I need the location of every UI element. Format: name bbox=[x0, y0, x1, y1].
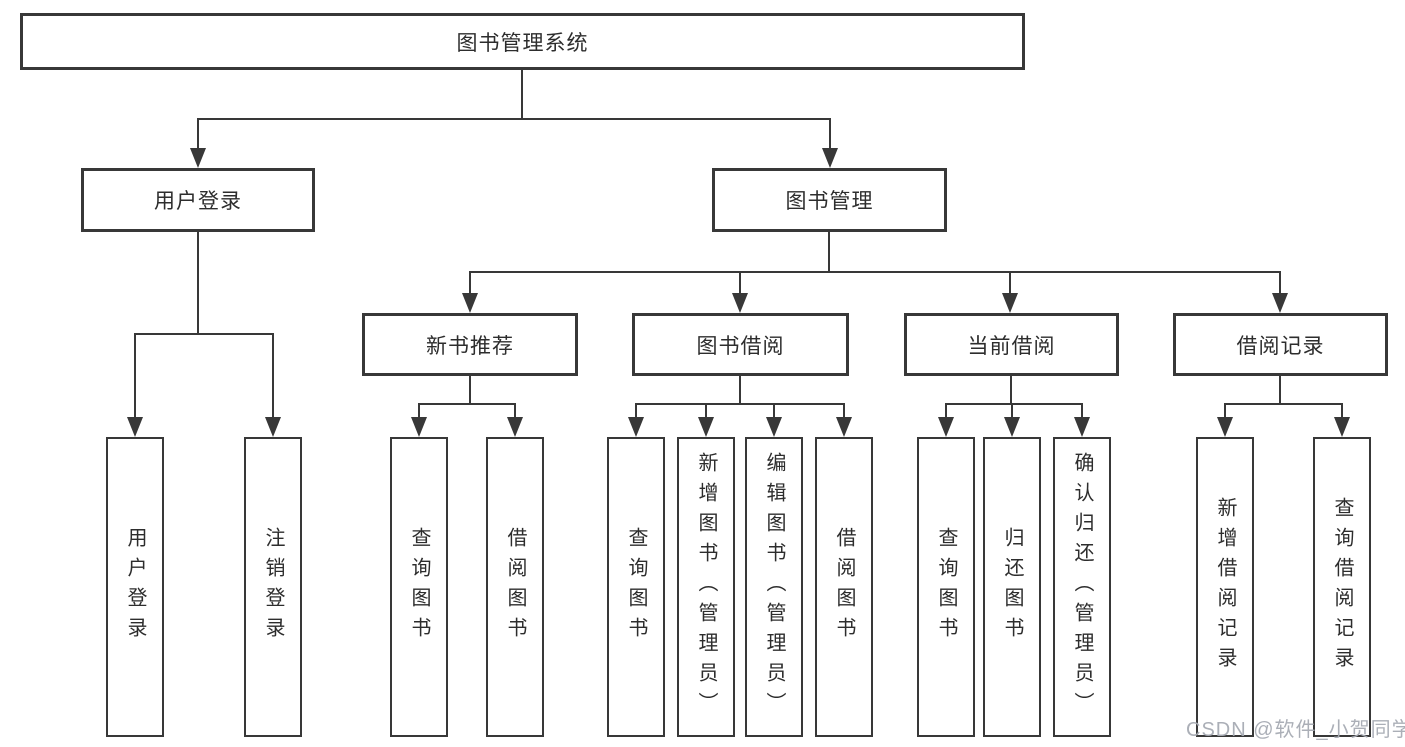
connector-arrow bbox=[1004, 417, 1020, 437]
connector-line bbox=[1224, 403, 1226, 419]
node-new-book-recommend-label: 新书推荐 bbox=[426, 334, 514, 358]
connector-arrow bbox=[822, 148, 838, 168]
connector-arrow bbox=[1074, 417, 1090, 437]
node-leaf-logout: 注销登录 bbox=[244, 437, 302, 737]
node-leaf-edit-books-admin-label: 编辑图书（管理员） bbox=[763, 452, 785, 722]
connector-line bbox=[134, 333, 274, 335]
connector-arrow bbox=[127, 417, 143, 437]
node-user-login-label: 用户登录 bbox=[154, 190, 242, 213]
connector-arrow bbox=[766, 417, 782, 437]
connector-line bbox=[705, 403, 707, 419]
connector-line bbox=[1011, 403, 1013, 419]
connector-line bbox=[514, 403, 516, 419]
connector-line bbox=[134, 333, 136, 418]
connector-arrow bbox=[1272, 293, 1288, 313]
connector-line bbox=[829, 118, 831, 150]
connector-line bbox=[197, 118, 831, 120]
connector-line bbox=[739, 376, 741, 405]
connector-arrow bbox=[698, 417, 714, 437]
connector-line bbox=[843, 403, 845, 419]
connector-arrow bbox=[411, 417, 427, 437]
node-leaf-query-borrow-record: 查询借阅记录 bbox=[1313, 437, 1371, 737]
node-leaf-query-books-current-label: 查询图书 bbox=[935, 527, 957, 647]
node-borrowing-records-label: 借阅记录 bbox=[1236, 334, 1325, 358]
connector-line bbox=[418, 403, 420, 419]
connector-line bbox=[1341, 403, 1343, 419]
connector-arrow bbox=[732, 293, 748, 313]
connector-arrow bbox=[462, 293, 478, 313]
connector-arrow bbox=[1002, 293, 1018, 313]
connector-line bbox=[469, 271, 471, 295]
node-leaf-return-books: 归还图书 bbox=[983, 437, 1041, 737]
connector-arrow bbox=[938, 417, 954, 437]
node-leaf-add-books-admin-label: 新增图书（管理员） bbox=[695, 452, 717, 722]
watermark-text: CSDN @软件_小贺同学 bbox=[1186, 719, 1405, 741]
node-leaf-confirm-return-admin: 确认归还（管理员） bbox=[1053, 437, 1111, 737]
connector-arrow bbox=[507, 417, 523, 437]
connector-line bbox=[272, 333, 274, 418]
connector-arrow bbox=[1217, 417, 1233, 437]
node-new-book-recommend: 新书推荐 bbox=[362, 313, 578, 376]
connector-line bbox=[197, 232, 199, 335]
connector-line bbox=[1009, 271, 1011, 295]
node-book-borrowing: 图书借阅 bbox=[632, 313, 849, 376]
node-leaf-query-books-recommend: 查询图书 bbox=[390, 437, 448, 737]
node-leaf-query-books-borrowing: 查询图书 bbox=[607, 437, 665, 737]
node-leaf-query-books-current: 查询图书 bbox=[917, 437, 975, 737]
node-leaf-user-login-label: 用户登录 bbox=[124, 527, 146, 647]
connector-line bbox=[418, 403, 516, 405]
connector-line bbox=[469, 376, 471, 405]
connector-arrow bbox=[190, 148, 206, 168]
node-leaf-query-books-borrowing-label: 查询图书 bbox=[625, 527, 647, 647]
node-current-borrowing: 当前借阅 bbox=[904, 313, 1119, 376]
node-leaf-borrow-books-borrowing-label: 借阅图书 bbox=[833, 527, 855, 647]
node-leaf-add-borrow-record-label: 新增借阅记录 bbox=[1214, 497, 1236, 677]
node-leaf-confirm-return-admin-label: 确认归还（管理员） bbox=[1071, 452, 1093, 722]
connector-line bbox=[1279, 271, 1281, 295]
node-leaf-user-login: 用户登录 bbox=[106, 437, 164, 737]
connector-line bbox=[773, 403, 775, 419]
connector-arrow bbox=[628, 417, 644, 437]
node-current-borrowing-label: 当前借阅 bbox=[967, 334, 1056, 358]
connector-arrow bbox=[836, 417, 852, 437]
node-library-system-label: 图书管理系统 bbox=[456, 31, 589, 55]
node-book-management: 图书管理 bbox=[712, 168, 947, 232]
connector-arrow bbox=[1334, 417, 1350, 437]
connector-line bbox=[197, 118, 199, 150]
node-leaf-borrow-books-recommend: 借阅图书 bbox=[486, 437, 544, 737]
node-borrowing-records: 借阅记录 bbox=[1173, 313, 1388, 376]
connector-line bbox=[1081, 403, 1083, 419]
connector-arrow bbox=[265, 417, 281, 437]
node-leaf-edit-books-admin: 编辑图书（管理员） bbox=[745, 437, 803, 737]
connector-line bbox=[1279, 376, 1281, 405]
node-leaf-add-borrow-record: 新增借阅记录 bbox=[1196, 437, 1254, 737]
node-leaf-borrow-books-borrowing: 借阅图书 bbox=[815, 437, 873, 737]
connector-line bbox=[521, 70, 523, 120]
node-leaf-return-books-label: 归还图书 bbox=[1001, 527, 1023, 647]
node-book-management-label: 图书管理 bbox=[785, 190, 874, 213]
connector-line bbox=[635, 403, 845, 405]
connector-line bbox=[1224, 403, 1343, 405]
node-book-borrowing-label: 图书借阅 bbox=[696, 334, 785, 358]
node-leaf-query-borrow-record-label: 查询借阅记录 bbox=[1331, 497, 1353, 677]
connector-line bbox=[945, 403, 1083, 405]
connector-line bbox=[739, 271, 741, 295]
connector-line bbox=[469, 271, 1281, 273]
connector-line bbox=[635, 403, 637, 419]
node-leaf-add-books-admin: 新增图书（管理员） bbox=[677, 437, 735, 737]
node-leaf-borrow-books-recommend-label: 借阅图书 bbox=[504, 527, 526, 647]
node-leaf-logout-label: 注销登录 bbox=[262, 527, 284, 647]
node-library-system: 图书管理系统 bbox=[20, 13, 1025, 70]
connector-line bbox=[828, 232, 830, 273]
node-user-login: 用户登录 bbox=[81, 168, 315, 232]
node-leaf-query-books-recommend-label: 查询图书 bbox=[408, 527, 430, 647]
connector-line bbox=[945, 403, 947, 419]
connector-line bbox=[1010, 376, 1012, 405]
